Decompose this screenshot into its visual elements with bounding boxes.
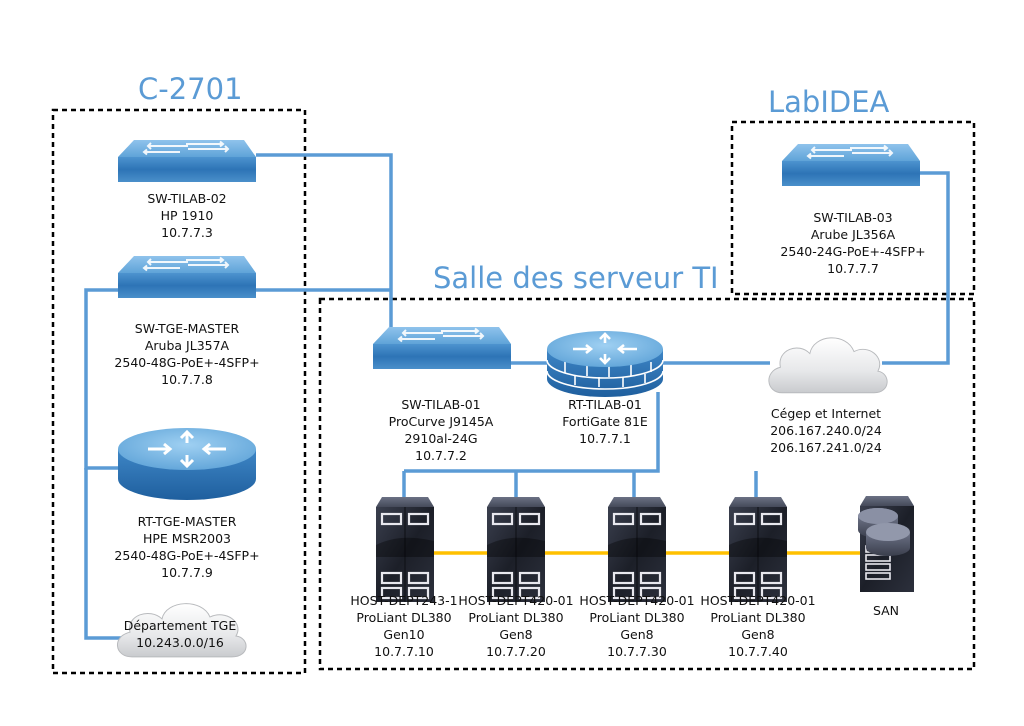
link-rt-tilab-01-to-hosts bbox=[402, 392, 758, 497]
network-name: Cégep et Internet bbox=[770, 406, 882, 421]
device-ip: 10.7.7.1 bbox=[579, 431, 631, 446]
device-ip: 10.7.7.9 bbox=[161, 565, 213, 580]
server-icon bbox=[606, 495, 668, 604]
cloud-icon bbox=[768, 337, 888, 394]
device-name: SW-TGE-MASTER bbox=[134, 321, 240, 336]
device-gen: Gen8 bbox=[499, 627, 533, 642]
device-name: RT-TILAB-01 bbox=[568, 397, 642, 412]
device-model: ProLiant DL380 bbox=[356, 610, 452, 625]
device-label-sw-tilab-03: SW-TILAB-03 Arube JL356A 2540-24G-PoE+-4… bbox=[780, 209, 925, 277]
switch-icon bbox=[781, 143, 921, 187]
device-model: ProLiant DL380 bbox=[468, 610, 564, 625]
firewall-icon bbox=[545, 329, 665, 399]
device-label-cegep-internet: Cégep et Internet 206.167.240.0/24 206.1… bbox=[770, 405, 882, 456]
device-name: SW-TILAB-03 bbox=[813, 210, 893, 225]
device-model: ProLiant DL380 bbox=[710, 610, 806, 625]
device-gen: Gen10 bbox=[383, 627, 425, 642]
network-subnet: 206.167.241.0/24 bbox=[770, 440, 882, 455]
device-ip: 10.7.7.8 bbox=[161, 372, 213, 387]
san-storage-icon bbox=[858, 496, 914, 592]
link-cegep-to-sw-tilab-03 bbox=[882, 171, 950, 365]
device-label-sw-tilab-02: SW-TILAB-02 HP 1910 10.7.7.3 bbox=[147, 190, 226, 241]
device-name: RT-TGE-MASTER bbox=[137, 514, 237, 529]
device-label-rt-tilab-01: RT-TILAB-01 FortiGate 81E 10.7.7.1 bbox=[562, 396, 648, 447]
device-label-dept-tge: Département TGE 10.243.0.0/16 bbox=[124, 617, 237, 651]
server-icon bbox=[374, 495, 436, 604]
device-label-host-4: HOST-DEPT420-01 ProLiant DL380 Gen8 10.7… bbox=[700, 592, 815, 660]
device-label-sw-tge-master: SW-TGE-MASTER Aruba JL357A 2540-48G-PoE+… bbox=[114, 320, 259, 388]
device-name: SAN bbox=[872, 603, 900, 618]
zone-border-salle bbox=[318, 297, 976, 671]
device-ip: 10.7.7.10 bbox=[374, 644, 434, 659]
zone-border-c2701 bbox=[51, 108, 307, 675]
device-label-host-2: HOST-DEPT420-01 ProLiant DL380 Gen8 10.7… bbox=[458, 592, 573, 660]
router-icon bbox=[116, 426, 258, 502]
device-name: SW-TILAB-01 bbox=[401, 397, 481, 412]
device-name: HOST-DEPT420-01 bbox=[458, 593, 574, 608]
server-icon bbox=[485, 495, 547, 604]
zone-border-labidea bbox=[730, 120, 976, 296]
network-name: Département TGE bbox=[123, 618, 237, 633]
device-ip: 10.7.7.20 bbox=[486, 644, 546, 659]
device-ip: 10.7.7.40 bbox=[728, 644, 788, 659]
link-sw-tge-master-to-rt-tge-master bbox=[84, 288, 125, 470]
device-ip: 10.7.7.7 bbox=[827, 261, 879, 276]
device-label-rt-tge-master: RT-TGE-MASTER HPE MSR2003 2540-48G-PoE+-… bbox=[114, 513, 259, 581]
device-model: ProLiant DL380 bbox=[589, 610, 685, 625]
server-icon bbox=[727, 495, 789, 604]
device-label-host-3: HOST-DEPT420-01 ProLiant DL380 Gen8 10.7… bbox=[579, 592, 694, 660]
device-model: FortiGate 81E bbox=[562, 414, 648, 429]
device-ip: 10.7.7.30 bbox=[607, 644, 667, 659]
device-model: ProCurve J9145A bbox=[388, 414, 494, 429]
link-sw-tilab-02-to-sw-tilab-01 bbox=[256, 153, 393, 330]
device-name: SW-TILAB-02 bbox=[147, 191, 227, 206]
device-label-host-1: HOST-DEPT243-1 ProLiant DL380 Gen10 10.7… bbox=[350, 592, 457, 660]
zone-title-labidea: LabIDEA bbox=[768, 85, 890, 119]
device-model: Aruba JL357A bbox=[144, 338, 230, 353]
device-model: HPE MSR2003 bbox=[142, 531, 232, 546]
device-spec: 2540-24G-PoE+-4SFP+ bbox=[780, 244, 926, 259]
switch-icon bbox=[117, 139, 257, 183]
device-name: HOST-DEPT420-01 bbox=[700, 593, 816, 608]
switch-icon bbox=[372, 326, 512, 370]
device-name: HOST-DEPT420-01 bbox=[579, 593, 695, 608]
device-spec: 2540-48G-PoE+-4SFP+ bbox=[114, 548, 260, 563]
device-model: HP 1910 bbox=[160, 208, 214, 223]
network-subnet: 10.243.0.0/16 bbox=[136, 635, 224, 650]
device-ip: 10.7.7.3 bbox=[161, 225, 213, 240]
link-to-dept-tge bbox=[84, 468, 122, 640]
device-ip: 10.7.7.2 bbox=[415, 448, 467, 463]
device-name: HOST-DEPT243-1 bbox=[350, 593, 458, 608]
network-subnet: 206.167.240.0/24 bbox=[770, 423, 882, 438]
zone-title-salle: Salle des serveur TI bbox=[433, 261, 719, 295]
device-gen: Gen8 bbox=[741, 627, 775, 642]
device-label-san: SAN bbox=[873, 602, 899, 619]
device-spec: 2540-48G-PoE+-4SFP+ bbox=[114, 355, 260, 370]
device-spec: 2910al-24G bbox=[404, 431, 478, 446]
device-gen: Gen8 bbox=[620, 627, 654, 642]
device-label-sw-tilab-01: SW-TILAB-01 ProCurve J9145A 2910al-24G 1… bbox=[389, 396, 494, 464]
switch-icon bbox=[117, 255, 257, 299]
zone-title-c2701: C-2701 bbox=[138, 72, 243, 106]
device-model: Arube JL356A bbox=[810, 227, 896, 242]
